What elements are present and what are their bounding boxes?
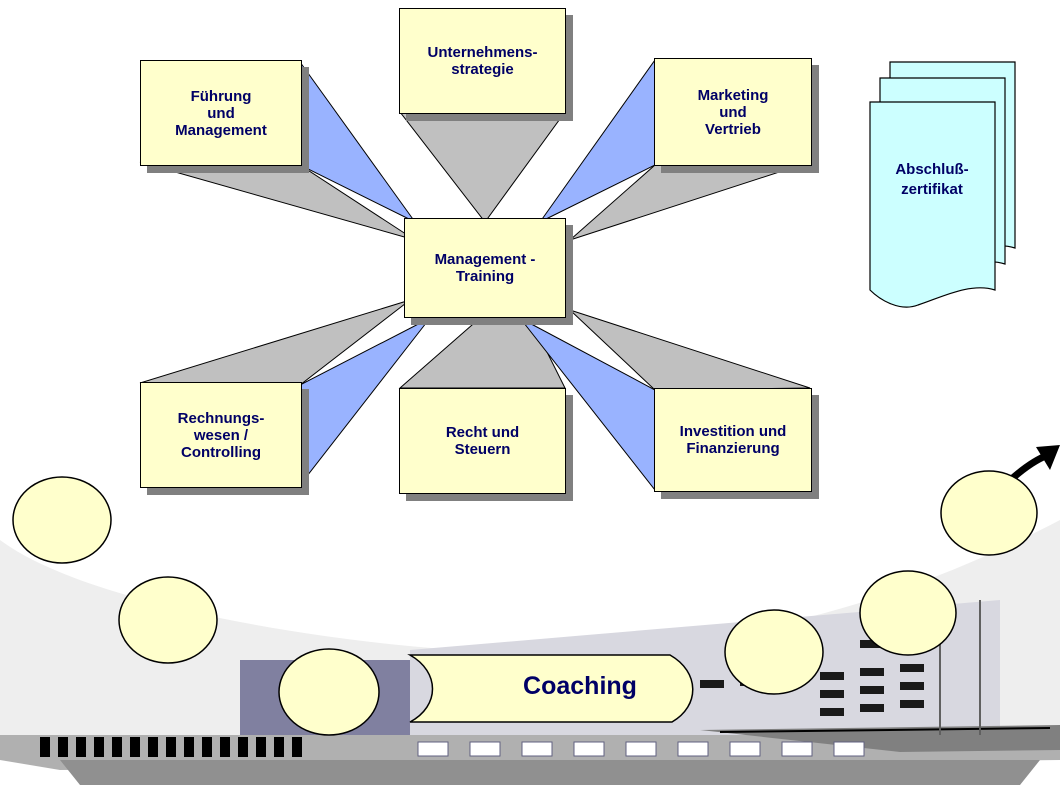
path-circle — [118, 576, 218, 664]
topic-box-marketing: Marketing und Vertrieb — [654, 58, 812, 166]
topic-box-rechnungswesen: Rechnungs- wesen / Controlling — [140, 382, 302, 488]
path-circle — [940, 470, 1038, 556]
path-circle — [12, 476, 112, 564]
path-circle — [278, 648, 380, 736]
coaching-shape — [407, 654, 694, 723]
certificate-icon — [869, 61, 1016, 308]
topic-box-recht: Recht und Steuern — [399, 388, 566, 494]
topic-box-fuehrung: Führung und Management — [140, 60, 302, 166]
certificate-label: Abschluß- zertifikat — [895, 161, 969, 198]
path-circles — [12, 470, 1038, 736]
topic-box-investition: Investition und Finanzierung — [654, 388, 812, 492]
center-box-management-training: Management - Training — [404, 218, 566, 318]
path-circle — [724, 609, 824, 695]
coaching-label: Coaching — [523, 672, 637, 700]
connector-wedges — [139, 58, 811, 492]
topic-box-strategie: Unternehmens- strategie — [399, 8, 566, 114]
path-circle — [859, 570, 957, 656]
